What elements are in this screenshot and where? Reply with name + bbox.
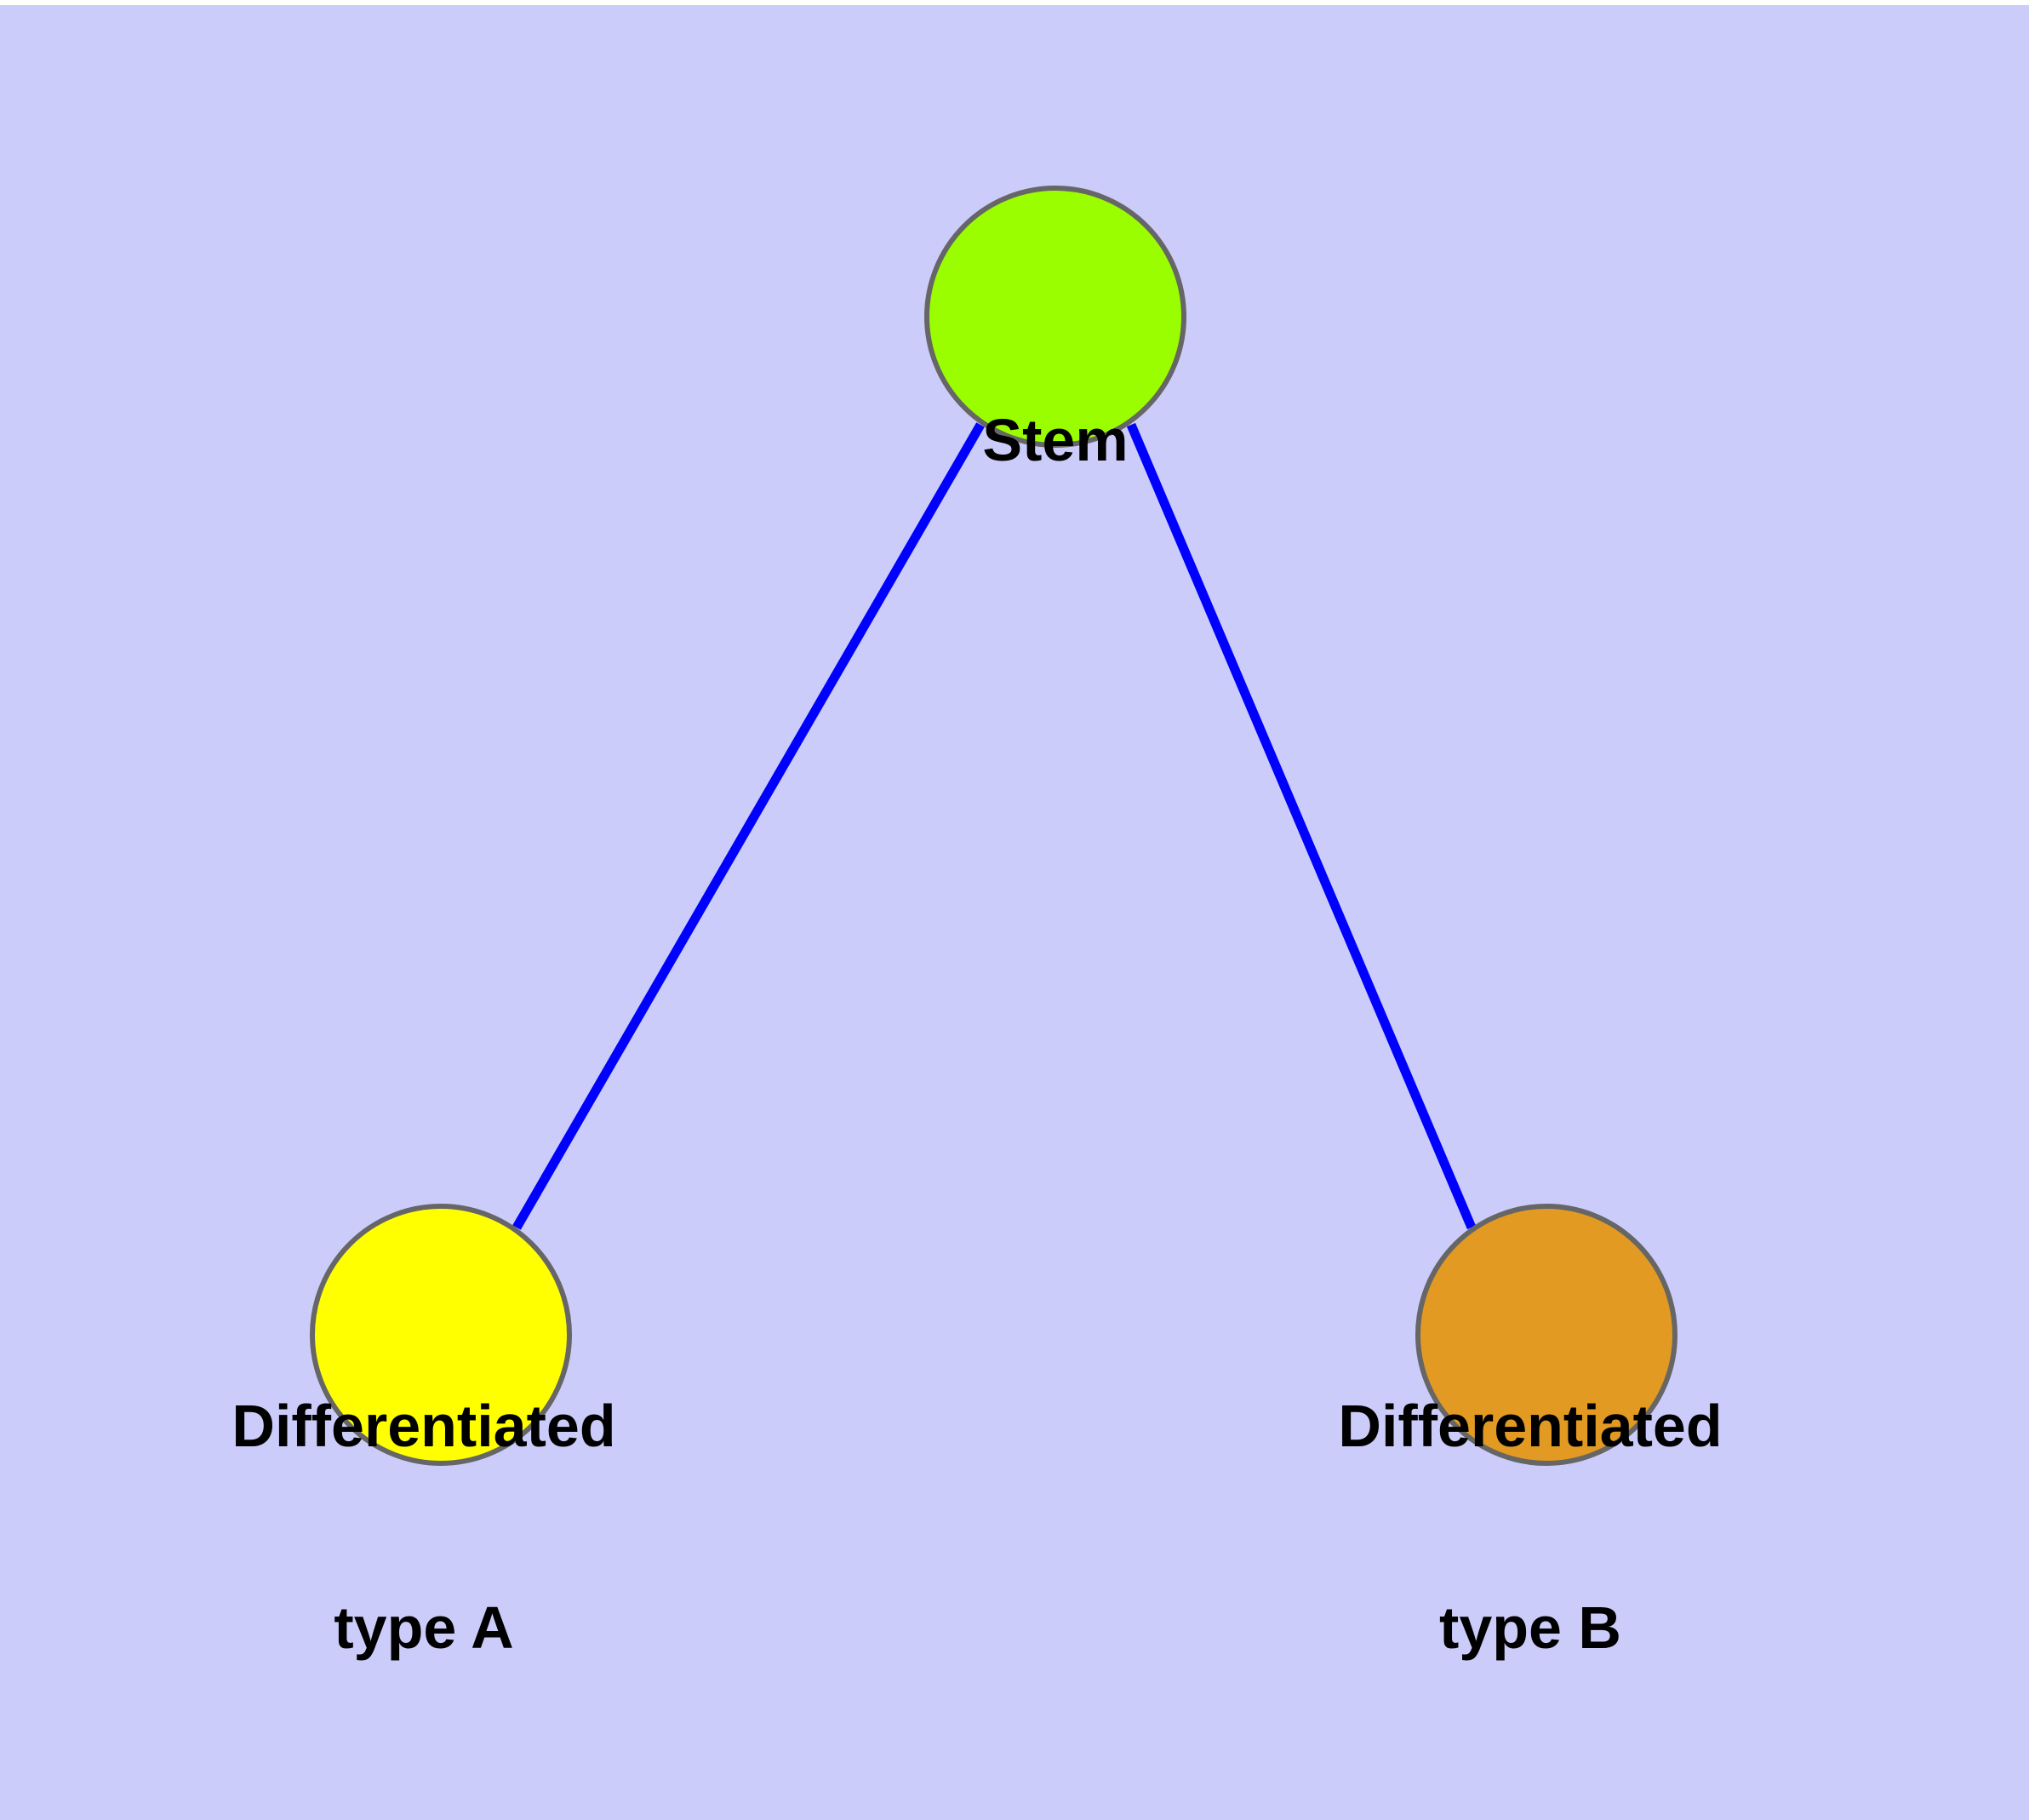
node-differentiated-type-a[interactable] <box>310 1204 572 1466</box>
edge-stem-to-type-b <box>1126 422 1477 1230</box>
node-differentiated-type-b[interactable] <box>1415 1204 1677 1466</box>
canvas-top-margin <box>0 0 2029 5</box>
node-stem[interactable] <box>924 186 1186 448</box>
edge-stem-to-type-a <box>512 422 985 1230</box>
